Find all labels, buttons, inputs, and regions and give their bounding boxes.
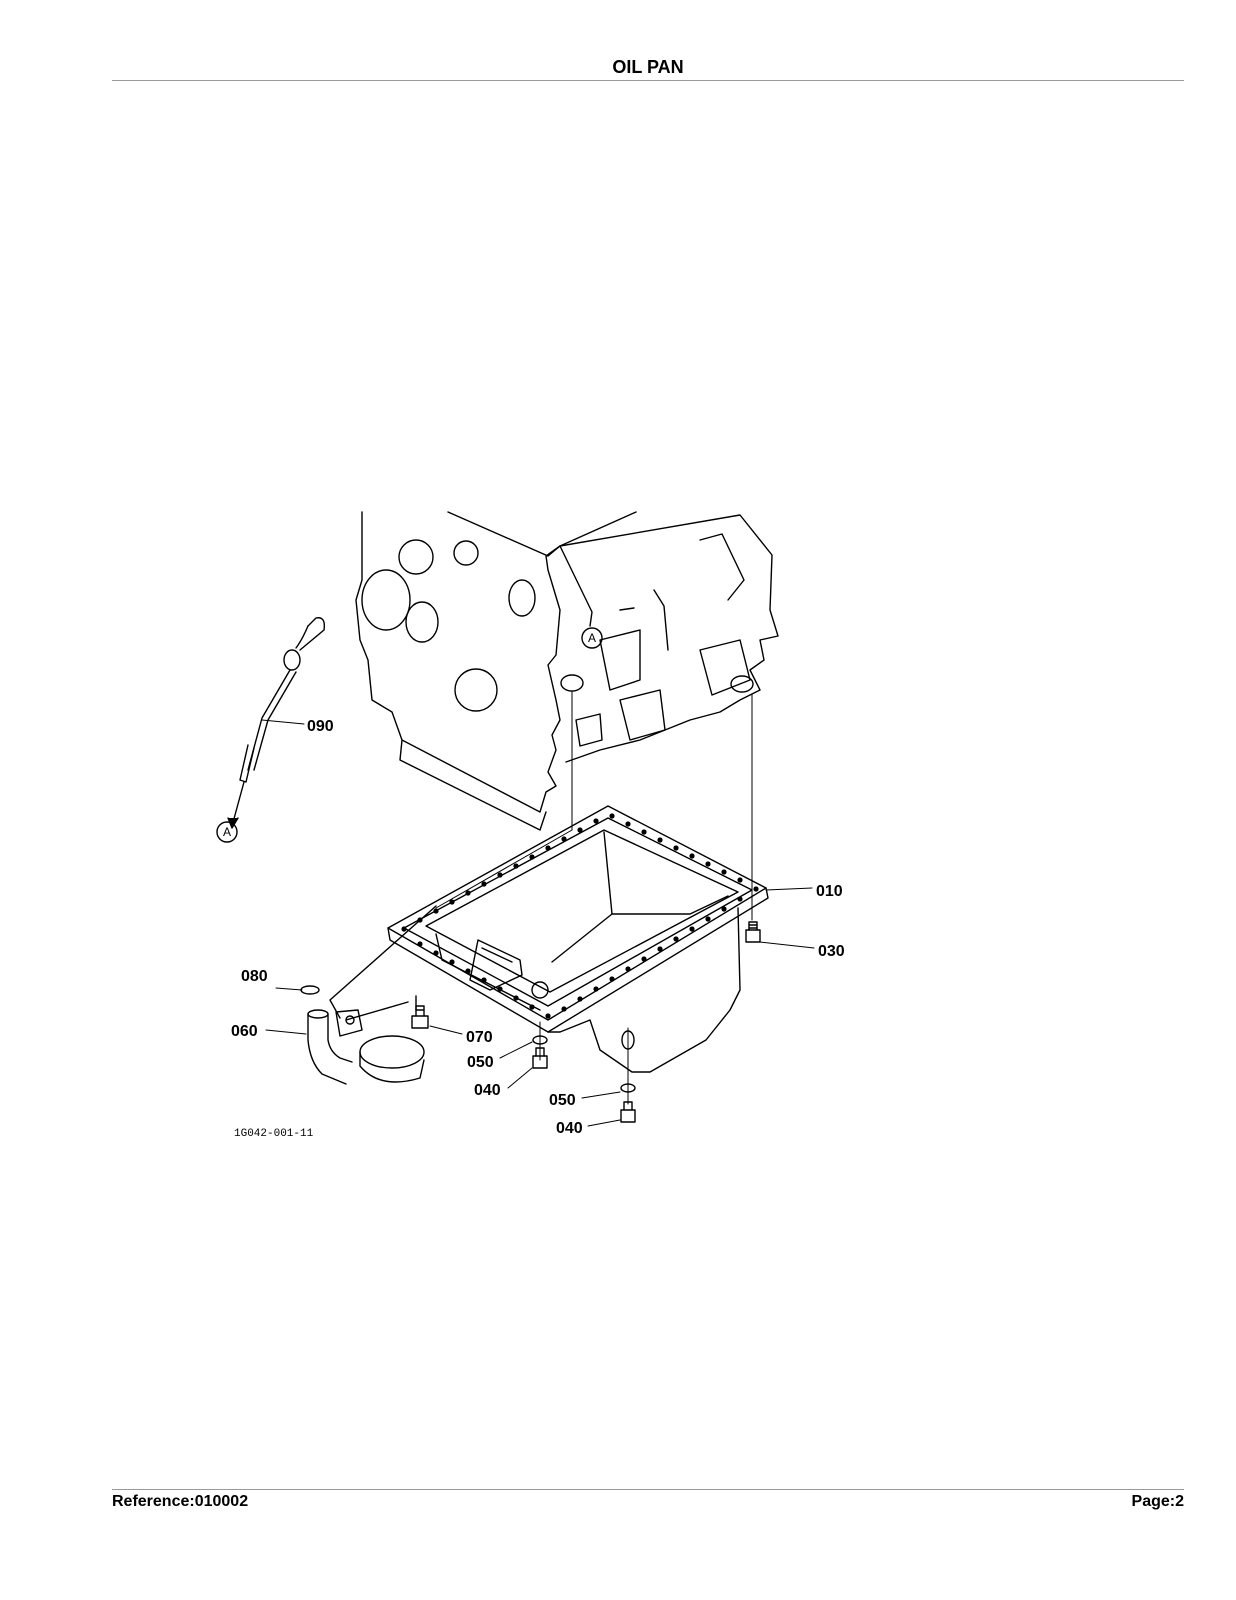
footer-divider (112, 1489, 1184, 1490)
reference-mark-a-lower: A (223, 825, 231, 839)
pan-bolt-left (532, 1021, 548, 1069)
callout-040-left: 040 (474, 1082, 501, 1099)
callout-070: 070 (466, 1029, 493, 1046)
engine-block (355, 511, 779, 831)
oil-pan (387, 805, 769, 1073)
figure-code: 1G042-001-11 (234, 1128, 314, 1140)
pan-bolt-right (620, 1027, 636, 1123)
footer-page-number: Page:2 (1131, 1493, 1184, 1510)
callout-010: 010 (816, 883, 843, 900)
reference-circle-a-upper (581, 627, 603, 649)
reference-circle-a-lower (216, 821, 238, 843)
oil-strainer (307, 905, 437, 1085)
page-title: OIL PAN (612, 57, 684, 77)
callout-050-left: 050 (467, 1054, 494, 1071)
callout-050-right: 050 (549, 1092, 576, 1109)
drain-plug (745, 921, 761, 943)
callout-040-right: 040 (556, 1120, 583, 1137)
reference-mark-a-upper: A (588, 631, 596, 645)
strainer-bolt (411, 1005, 429, 1029)
callout-090: 090 (307, 718, 334, 735)
footer-reference: Reference:010002 (112, 1493, 249, 1510)
callout-030: 030 (818, 943, 845, 960)
o-ring (300, 985, 320, 995)
leader-lines (261, 719, 815, 1127)
callout-060: 060 (231, 1023, 258, 1040)
header-divider (112, 80, 1184, 81)
oil-dipstick (227, 617, 326, 829)
callout-080: 080 (241, 968, 268, 985)
